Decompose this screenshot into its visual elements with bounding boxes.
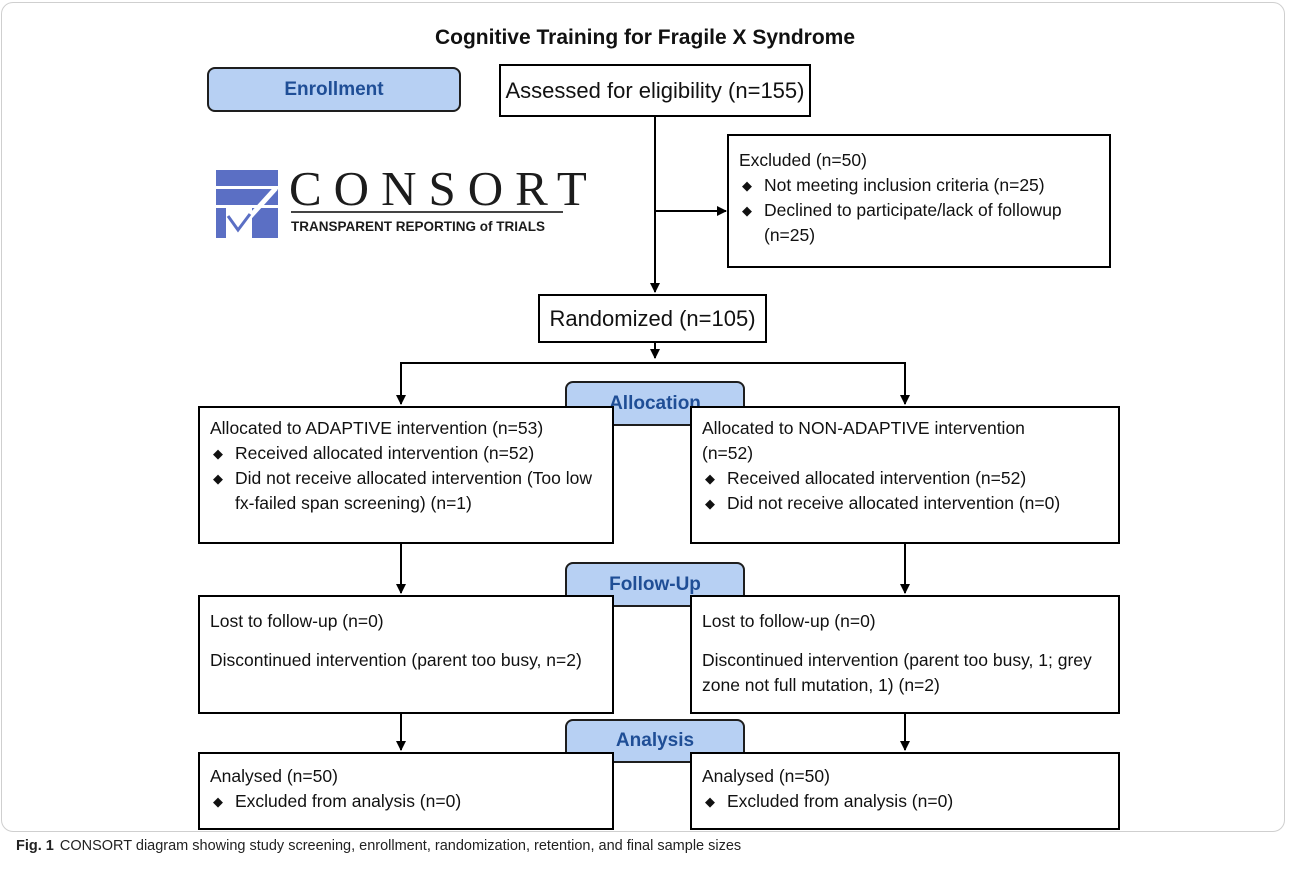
allocation-right-item-text: Did not receive allocated intervention (… (727, 493, 1061, 513)
excluded-item-text: Not meeting inclusion criteria (n=25) (764, 175, 1045, 195)
randomized-text: Randomized (n=105) (549, 305, 756, 331)
assessed-box: Assessed for eligibility (n=155) (499, 64, 811, 117)
consort-wordmark: CONSORT (289, 161, 599, 216)
allocation-right-heading: Allocated to NON-ADAPTIVE intervention (… (702, 418, 1025, 463)
bullet-diamond-icon: ◆ (705, 496, 715, 511)
analysis-right-heading: Analysed (n=50) (702, 766, 830, 786)
allocation-left-item: ◆ Received allocated intervention (n=52) (210, 441, 602, 466)
allocation-right-item-text: Received allocated intervention (n=52) (727, 468, 1027, 488)
allocation-right-item: ◆ Received allocated intervention (n=52) (702, 466, 1108, 491)
consort-tagline: TRANSPARENT REPORTING of TRIALS (291, 219, 545, 234)
bullet-diamond-icon: ◆ (213, 471, 223, 486)
caption-text: CONSORT diagram showing study screening,… (59, 838, 742, 854)
allocation-right-box: Allocated to NON-ADAPTIVE intervention (… (690, 406, 1120, 544)
excluded-heading: Excluded (n=50) (739, 150, 867, 170)
followup-right-lost: Lost to follow-up (n=0) (702, 611, 876, 631)
consort-rule (291, 211, 563, 213)
analysis-right-item: ◆ Excluded from analysis (n=0) (702, 789, 1108, 814)
assessed-text: Assessed for eligibility (n=155) (505, 77, 805, 103)
bullet-diamond-icon: ◆ (705, 471, 715, 486)
analysis-left-item: ◆ Excluded from analysis (n=0) (210, 789, 602, 814)
allocation-right-item: ◆ Did not receive allocated intervention… (702, 491, 1108, 516)
allocation-left-box: Allocated to ADAPTIVE intervention (n=53… (198, 406, 614, 544)
allocation-left-item: ◆ Did not receive allocated intervention… (210, 466, 602, 516)
allocation-left-item-text: Received allocated intervention (n=52) (235, 443, 535, 463)
diagram-title: Cognitive Training for Fragile X Syndrom… (434, 26, 856, 49)
followup-left-discontinued: Discontinued intervention (parent too bu… (210, 650, 582, 670)
allocation-left-item-text: Did not receive allocated intervention (… (235, 468, 592, 513)
followup-left-box: Lost to follow-up (n=0) Discontinued int… (198, 595, 614, 714)
bullet-diamond-icon: ◆ (742, 178, 752, 193)
followup-right-box: Lost to follow-up (n=0) Discontinued int… (690, 595, 1120, 714)
followup-right-discontinued: Discontinued intervention (parent too bu… (702, 650, 1092, 695)
randomized-box: Randomized (n=105) (538, 294, 767, 343)
figure-caption: Fig. 1 CONSORT diagram showing study scre… (16, 838, 741, 854)
analysis-left-item-text: Excluded from analysis (n=0) (235, 791, 462, 811)
excluded-box: Excluded (n=50) ◆ Not meeting inclusion … (727, 134, 1111, 268)
figure-frame (1, 2, 1285, 832)
excluded-item: ◆ Declined to participate/lack of follow… (739, 198, 1099, 248)
analysis-left-box: Analysed (n=50) ◆ Excluded from analysis… (198, 752, 614, 830)
excluded-item: ◆ Not meeting inclusion criteria (n=25) (739, 173, 1099, 198)
analysis-right-item-text: Excluded from analysis (n=0) (727, 791, 954, 811)
bullet-diamond-icon: ◆ (705, 794, 715, 809)
bullet-diamond-icon: ◆ (213, 446, 223, 461)
allocation-left-heading: Allocated to ADAPTIVE intervention (n=53… (210, 418, 544, 438)
bullet-diamond-icon: ◆ (742, 203, 752, 218)
stage-enrollment: Enrollment (207, 67, 461, 112)
caption-label: Fig. 1 (16, 838, 54, 854)
bullet-diamond-icon: ◆ (213, 794, 223, 809)
consort-logo-icon (216, 170, 278, 238)
analysis-left-heading: Analysed (n=50) (210, 766, 338, 786)
analysis-right-box: Analysed (n=50) ◆ Excluded from analysis… (690, 752, 1120, 830)
followup-left-lost: Lost to follow-up (n=0) (210, 611, 384, 631)
excluded-item-text: Declined to participate/lack of followup… (764, 200, 1062, 245)
